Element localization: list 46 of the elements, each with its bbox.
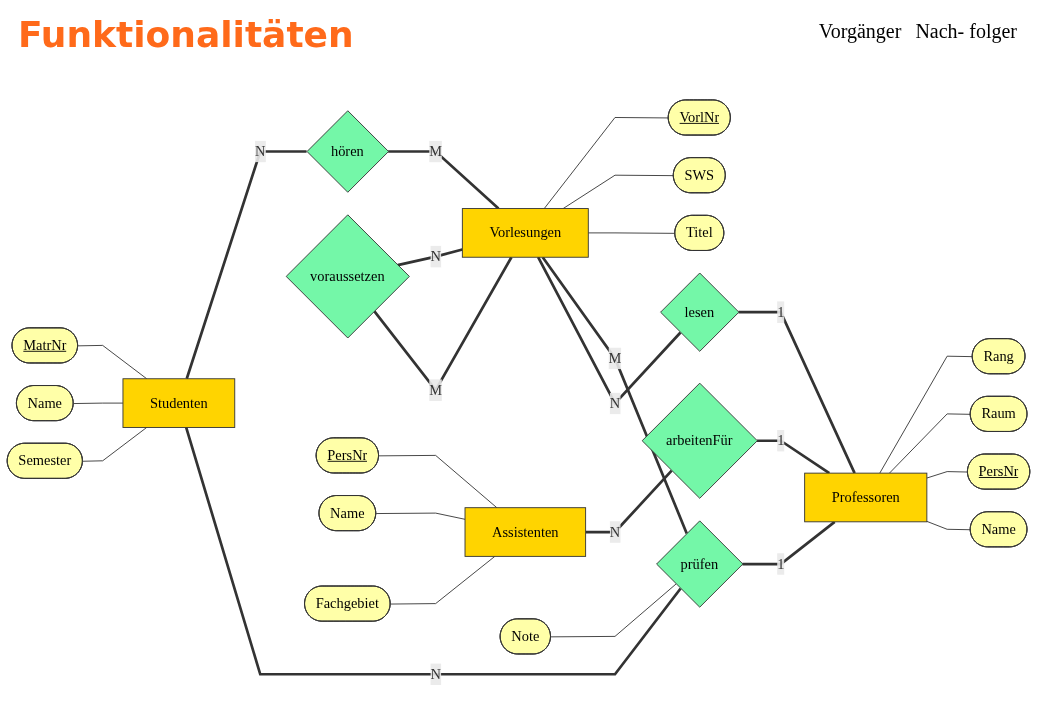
- connector: [587, 232, 676, 234]
- connector: [926, 520, 972, 531]
- edge-label: N: [430, 248, 441, 264]
- connector: [889, 413, 972, 474]
- connector: [73, 402, 124, 404]
- connector: [926, 471, 969, 479]
- role-label: Vorgänger: [818, 20, 902, 43]
- connector: [879, 355, 974, 474]
- connector: [82, 427, 148, 462]
- connector: [541, 256, 688, 534]
- node-diamond: lesen: [660, 272, 740, 352]
- node-diamond: arbeitenFür: [641, 382, 758, 499]
- node-box: Assistenten: [464, 507, 587, 557]
- connector: [184, 427, 682, 676]
- connector: [388, 150, 500, 210]
- connector: [397, 248, 463, 267]
- node-box: Studenten: [122, 378, 236, 428]
- connector: [375, 512, 466, 520]
- connector: [543, 117, 670, 209]
- edge-label: M: [429, 382, 443, 398]
- edge-label: M: [429, 143, 443, 159]
- connector: [738, 310, 856, 474]
- node-diamond: voraussetzen: [285, 214, 410, 339]
- connector: [378, 454, 498, 509]
- role-label: Nach- folger: [915, 20, 1017, 43]
- edge-label: 1: [777, 555, 785, 572]
- edge-label: N: [609, 523, 621, 540]
- connector: [562, 174, 675, 209]
- connector: [585, 469, 673, 534]
- node-diamond: hören: [306, 110, 389, 193]
- edge-label: N: [255, 143, 266, 159]
- connector: [185, 150, 307, 380]
- edge-label: 1: [777, 304, 785, 320]
- node-box: Vorlesungen: [461, 208, 589, 258]
- diagram-title: Funktionalitäten: [18, 14, 354, 55]
- connector: [550, 583, 677, 638]
- connector: [742, 520, 836, 566]
- edge-label: N: [609, 395, 621, 411]
- node-box: Professoren: [804, 472, 928, 523]
- edge-label: M: [608, 350, 622, 366]
- connector: [77, 344, 148, 380]
- node-diamond: prüfen: [656, 520, 744, 608]
- edge-label: N: [430, 666, 441, 682]
- connector: [756, 439, 831, 475]
- connector: [390, 555, 496, 605]
- edge-label: 1: [777, 432, 785, 448]
